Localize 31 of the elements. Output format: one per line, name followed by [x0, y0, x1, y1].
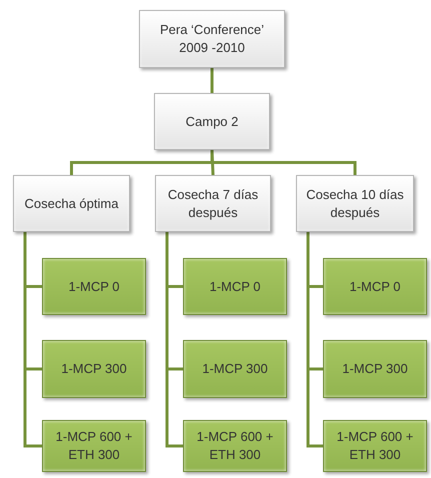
group-box [13, 175, 130, 232]
connector-line [210, 150, 356, 175]
box-label: 1-MCP 300 [342, 360, 408, 378]
box-label: 1-MCP 0 [349, 278, 401, 296]
box-label: 1-MCP 0 [209, 278, 261, 296]
treatment-box [183, 258, 287, 315]
treatment-box [323, 258, 427, 315]
box-label: 2009 -2010 [179, 39, 245, 57]
box-label: 1-MCP 0 [68, 278, 120, 296]
box-label: 1-MCP 600 + ETH 300 [196, 428, 274, 464]
treatment-box [183, 340, 287, 398]
box-label: Cosecha óptima [24, 194, 118, 212]
box-label: Cosecha 10 días después [305, 186, 405, 222]
treatment-box [42, 340, 146, 398]
box-label: Pera ‘Conference’ [160, 21, 264, 39]
box-label: 1-MCP 600 + ETH 300 [54, 428, 134, 464]
box-label: 1-MCP 300 [61, 360, 127, 378]
group-box [154, 93, 270, 150]
treatment-box [42, 258, 146, 315]
connector-line [210, 68, 214, 93]
group-box [139, 10, 285, 68]
treatment-box [183, 420, 287, 472]
treatment-box [323, 340, 427, 398]
box-label: 1-MCP 300 [202, 360, 268, 378]
box-label: Campo 2 [186, 112, 238, 130]
group-box [155, 175, 271, 232]
treatment-box [323, 420, 427, 472]
box-label: 1-MCP 600 + ETH 300 [336, 428, 414, 464]
box-label: Cosecha 7 días después [166, 186, 260, 222]
treatment-box [42, 420, 146, 472]
group-box [296, 175, 414, 232]
